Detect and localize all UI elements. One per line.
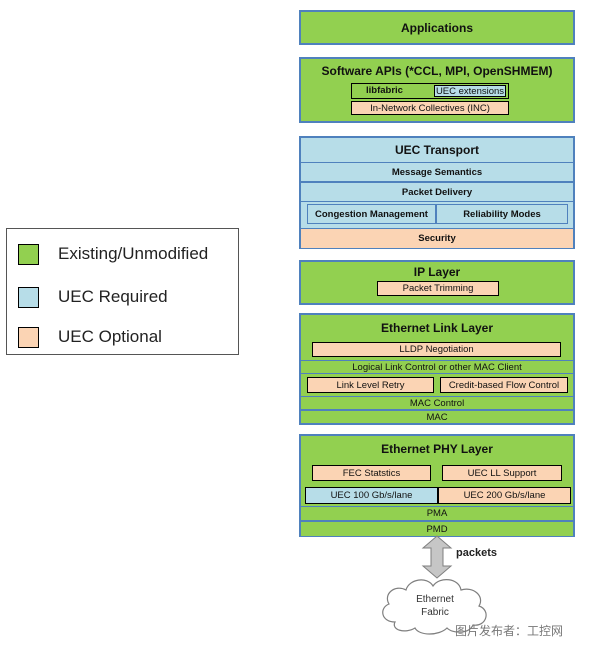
legend-swatch-existing: [18, 244, 39, 265]
packets-label: packets: [456, 547, 497, 559]
libfabric-label: libfabric: [366, 85, 403, 96]
software-apis-title: Software APIs (*CCL, MPI, OpenSHMEM): [321, 64, 553, 78]
uec-200g-box: UEC 200 Gb/s/lane: [438, 487, 571, 504]
ip-layer-title: IP Layer: [413, 265, 461, 279]
uec-ll-support-box: UEC LL Support: [442, 465, 562, 481]
credit-flow-control-box: Credit-based Flow Control: [440, 377, 568, 393]
reliability-modes-box: Reliability Modes: [436, 204, 568, 224]
legend-swatch-optional: [18, 327, 39, 348]
legend-swatch-required: [18, 287, 39, 308]
double-arrow-icon: [421, 535, 453, 579]
uec-extensions-box: UEC extensions: [434, 85, 506, 97]
link-level-retry-box: Link Level Retry: [307, 377, 434, 393]
ethernet-link-layer-block: Ethernet Link Layer LLDP Negotiation Log…: [299, 313, 575, 425]
packet-trimming-box: Packet Trimming: [377, 281, 499, 296]
cloud-icon: [382, 579, 487, 635]
fec-statistics-box: FEC Statstics: [312, 465, 431, 481]
packet-delivery-row: Packet Delivery: [300, 182, 574, 202]
ethernet-link-layer-title: Ethernet Link Layer: [380, 321, 494, 335]
legend-label-required: UEC Required: [58, 287, 168, 306]
ethernet-phy-layer-title: Ethernet PHY Layer: [381, 442, 493, 456]
pma-row: PMA: [300, 506, 574, 521]
legend: Existing/Unmodified UEC Required UEC Opt…: [6, 228, 239, 355]
llc-row: Logical Link Control or other MAC Client: [300, 360, 574, 374]
watermark-text: 图片发布者：工控网: [455, 624, 564, 638]
lldp-negotiation-box: LLDP Negotiation: [312, 342, 561, 357]
libfabric-box: libfabric UEC extensions: [351, 83, 509, 99]
security-row: Security: [300, 228, 574, 249]
legend-label-existing: Existing/Unmodified: [58, 244, 209, 263]
ip-layer-block: IP Layer Packet Trimming: [299, 260, 575, 305]
congestion-management-box: Congestion Management: [307, 204, 436, 224]
applications-block: Applications: [299, 10, 575, 45]
cloud-label-line2: Fabric: [421, 607, 449, 618]
software-apis-block: Software APIs (*CCL, MPI, OpenSHMEM) lib…: [299, 57, 575, 123]
mac-row: MAC: [300, 410, 574, 424]
uec-transport-title: UEC Transport: [394, 143, 479, 157]
uec-transport-block: UEC Transport Message Semantics Packet D…: [299, 136, 575, 249]
cloud-label-line1: Ethernet: [416, 594, 454, 605]
message-semantics-row: Message Semantics: [300, 162, 574, 182]
mac-control-row: MAC Control: [300, 396, 574, 410]
ethernet-phy-layer-block: Ethernet PHY Layer FEC Statstics UEC LL …: [299, 434, 575, 537]
uec-100g-box: UEC 100 Gb/s/lane: [305, 487, 438, 504]
inc-box: In-Network Collectives (INC): [351, 101, 509, 115]
legend-label-optional: UEC Optional: [58, 327, 162, 346]
